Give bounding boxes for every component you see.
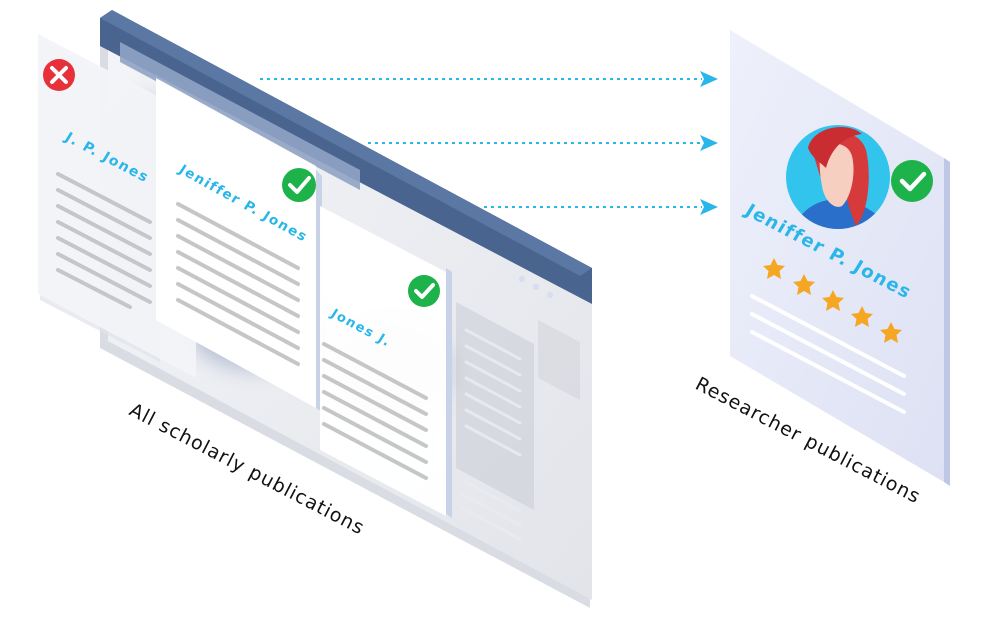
star-icon bbox=[793, 274, 815, 295]
check-icon bbox=[408, 275, 440, 307]
window-dot-icon bbox=[546, 291, 554, 299]
window-dot-icon bbox=[532, 283, 540, 291]
avatar bbox=[786, 125, 890, 229]
star-icon bbox=[880, 322, 902, 343]
transfer-arrows bbox=[260, 78, 702, 208]
star-icon bbox=[763, 258, 785, 279]
rating-stars bbox=[763, 258, 902, 343]
star-icon bbox=[822, 290, 844, 311]
window-dot-icon bbox=[518, 275, 526, 283]
researcher-profile-card: Jeniffer P. Jones bbox=[730, 30, 950, 486]
check-icon bbox=[282, 168, 316, 202]
star-icon bbox=[851, 306, 873, 327]
x-icon bbox=[43, 59, 75, 91]
browser-address-bar bbox=[120, 42, 360, 190]
publication-card: Jones J. bbox=[320, 206, 452, 518]
check-icon bbox=[891, 160, 933, 202]
arrow-head-icon bbox=[700, 71, 718, 87]
arrow-head-icon bbox=[700, 135, 718, 151]
arrow-head-icon bbox=[700, 199, 718, 215]
